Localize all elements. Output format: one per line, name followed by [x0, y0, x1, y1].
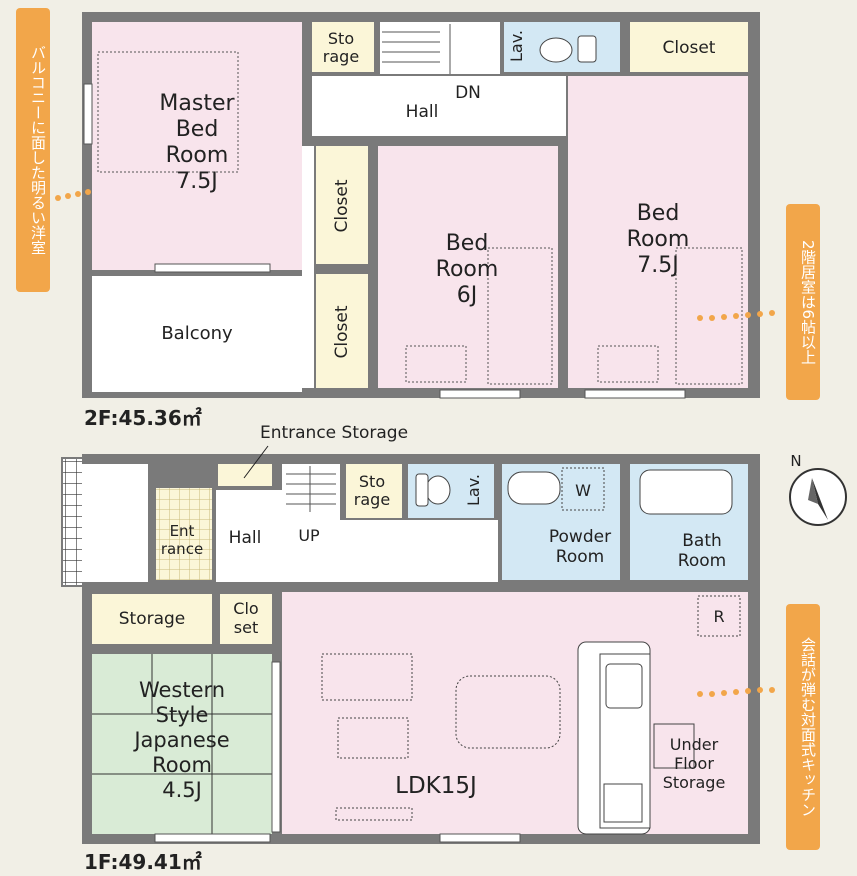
compass-label: N [790, 452, 801, 470]
svg-text:Storage: Storage [354, 472, 390, 509]
bedroom-6-line-2: Room [436, 257, 499, 282]
japanese-room-line-4: Room [152, 753, 212, 777]
callout-balcony-room: バルコニーに面した明るい洋室 [16, 8, 50, 292]
hall-1f-2 [340, 520, 498, 582]
storage-1f-line-2: rage [354, 490, 390, 509]
under-floor-line-2: Floor [674, 754, 714, 773]
entrance-line-1: Ent [170, 522, 195, 540]
callout-leaders [55, 189, 775, 697]
master-bedroom [92, 22, 302, 270]
closet-top-label: Closet [663, 38, 716, 58]
entrance [156, 488, 212, 580]
refrigerator-label: R [713, 607, 724, 626]
japanese-room-line-2: Style [156, 703, 209, 727]
storage-1f [346, 464, 402, 518]
entrance-storage [218, 464, 272, 486]
master-bedroom-line-2: Bed [176, 117, 219, 142]
callout-kitchen: 会話が弾む対面式キッチン [786, 604, 820, 850]
svg-text:Storage: Storage [323, 29, 359, 66]
storage-2f-line-1: Sto [328, 29, 354, 48]
storage-2f-line-2: rage [323, 47, 359, 66]
porch [82, 464, 148, 582]
japanese-room-line-1: Western [139, 678, 225, 702]
closet-1f-line-2: set [234, 618, 258, 637]
hall-1f-label: Hall [229, 528, 262, 548]
storage-left [92, 594, 212, 644]
master-bedroom-line-3: Room [166, 143, 229, 168]
powder-room-line-2: Room [556, 547, 604, 567]
bedroom-75-line-3: 7.5J [637, 253, 678, 278]
bedroom-75 [568, 76, 748, 388]
bedroom-75-line-1: Bed [637, 201, 680, 226]
lavatory-1f-label: Lav. [464, 474, 483, 506]
lavatory-2f-label: Lav. [507, 30, 526, 62]
closet-a-label: Closet [332, 179, 352, 232]
japanese-room-line-5: 4.5J [162, 778, 202, 802]
bedroom-6-line-3: 6J [457, 283, 478, 308]
floor-2 [82, 12, 760, 399]
ldk [282, 592, 748, 834]
closet-1f [220, 594, 272, 644]
japanese-room [92, 654, 272, 834]
ldk-label: LDK15J [395, 773, 477, 799]
master-bedroom-line-1: Master [159, 91, 235, 116]
japanese-room-line-3: Japanese [132, 728, 229, 752]
floor1-area: 1F:49.41㎡ [84, 850, 202, 874]
storage-left-label: Storage [119, 609, 186, 629]
entrance-storage-label: Entrance Storage [260, 423, 408, 443]
floor-1 [61, 454, 760, 844]
stair-1f [282, 464, 340, 514]
closet-top [630, 22, 748, 72]
closet-b [316, 274, 368, 388]
svg-text:Closet: Closet [233, 599, 258, 637]
callout-upstairs: 2階居室は6帖以上 [786, 204, 820, 400]
bedroom-6 [378, 146, 558, 388]
hall-2f-side [302, 146, 314, 388]
bath-room-line-2: Room [678, 551, 726, 571]
balcony [92, 276, 302, 392]
down-label: DN [455, 83, 481, 103]
bedroom-6-line-1: Bed [446, 231, 489, 256]
bath-room-line-1: Bath [682, 531, 722, 551]
closet-1f-line-1: Clo [233, 599, 258, 618]
balcony-label: Balcony [161, 323, 233, 344]
storage-1f-line-1: Sto [359, 472, 385, 491]
up-label: UP [298, 526, 320, 545]
master-bedroom-line-4: 7.5J [176, 169, 217, 194]
powder-room-line-1: Powder [549, 527, 611, 547]
hall-2f-label: Hall [406, 102, 439, 122]
washer-label: W [575, 481, 591, 500]
entrance-line-2: rance [161, 540, 203, 558]
compass: N [789, 452, 847, 526]
storage-2f [312, 22, 374, 72]
bedroom-75-line-2: Room [627, 227, 690, 252]
under-floor-line-1: Under [670, 735, 719, 754]
closet-a [316, 146, 368, 264]
stair-2f [380, 22, 500, 74]
hall-2f [312, 76, 566, 136]
closet-b-label: Closet [332, 305, 352, 358]
under-floor-line-3: Storage [663, 773, 726, 792]
svg-text:Entrance: Entrance [161, 522, 203, 558]
floor2-area: 2F:45.36㎡ [84, 406, 202, 430]
